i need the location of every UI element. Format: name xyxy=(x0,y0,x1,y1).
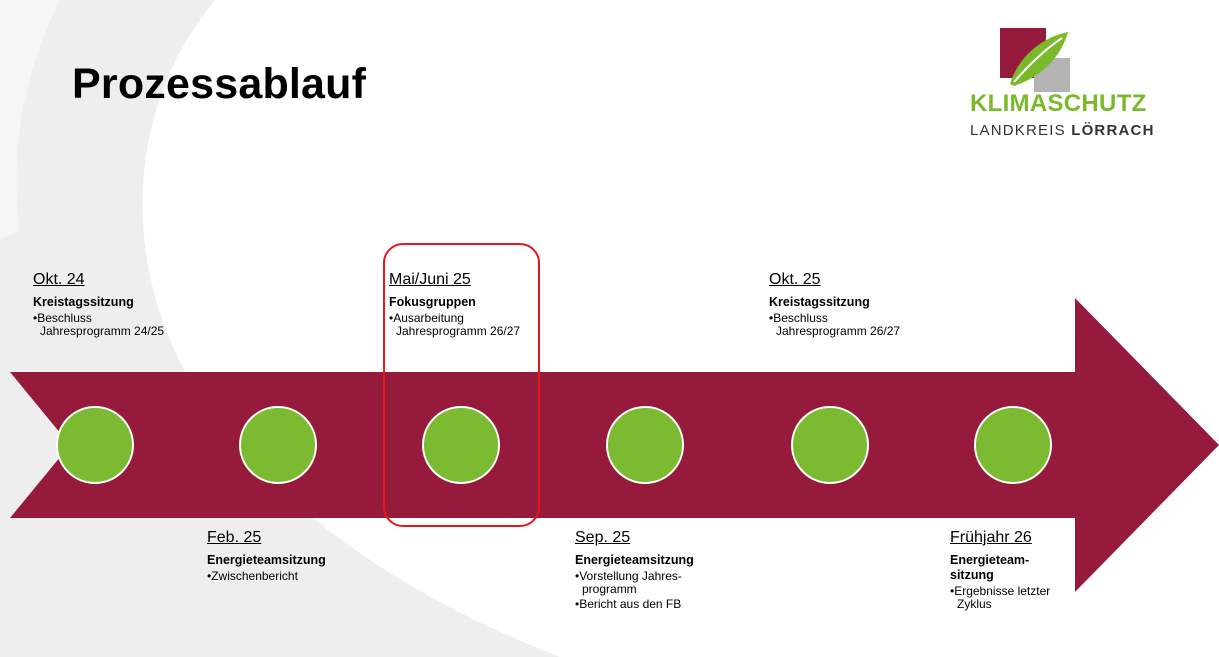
milestone-date: Mai/Juni 25 xyxy=(389,271,471,288)
milestone-bullet: Bericht aus den FB xyxy=(575,598,725,611)
milestone-bullet: Ergebnisse letzter Zyklus xyxy=(950,585,1087,611)
milestone-circle-4 xyxy=(606,406,684,484)
milestone-bullet: Ausarbeitung Jahresprogramm 26/27 xyxy=(389,312,529,338)
milestone-date: Sep. 25 xyxy=(575,529,631,546)
milestone-sep-25: Sep. 25 Energieteamsitzung Vorstellung J… xyxy=(575,529,725,611)
klimaschutz-logo: KLIMASCHUTZ LANDKREIS LÖRRACH xyxy=(960,28,1180,158)
milestone-date: Frühjahr 26 xyxy=(950,529,1032,546)
milestone-mai-juni-25: Mai/Juni 25 Fokusgruppen Ausarbeitung Ja… xyxy=(389,271,529,338)
milestone-event: Energieteamsitzung xyxy=(575,553,694,567)
milestone-circle-6 xyxy=(974,406,1052,484)
milestone-date: Feb. 25 xyxy=(207,529,262,546)
logo-wordmark-klimaschutz: KLIMASCHUTZ xyxy=(970,90,1147,117)
leaf-icon xyxy=(1000,28,1070,92)
milestone-event: Kreistagssitzung xyxy=(33,295,134,309)
milestone-date: Okt. 25 xyxy=(769,271,821,288)
logo-loerrach-text: LÖRRACH xyxy=(1071,122,1155,139)
milestone-date: Okt. 24 xyxy=(33,271,85,288)
milestone-bullet: Vorstellung Jahres-programm xyxy=(575,570,717,596)
milestone-event: Fokusgruppen xyxy=(389,295,476,309)
milestone-bullet: Beschluss Jahresprogramm 24/25 xyxy=(33,312,183,338)
milestone-event: Energieteam-sitzung xyxy=(950,553,1030,582)
milestone-bullet: Beschluss Jahresprogramm 26/27 xyxy=(769,312,919,338)
milestone-okt-24: Okt. 24 Kreistagssitzung Beschluss Jahre… xyxy=(33,271,183,338)
current-phase-highlight xyxy=(383,243,540,527)
milestone-circle-2 xyxy=(239,406,317,484)
milestone-event: Kreistagssitzung xyxy=(769,295,870,309)
milestone-feb-25: Feb. 25 Energieteamsitzung Zwischenberic… xyxy=(207,529,357,583)
milestone-circle-1 xyxy=(56,406,134,484)
logo-landkreis-text: LANDKREIS xyxy=(970,122,1072,139)
slide-title: Prozessablauf xyxy=(72,60,367,108)
milestone-bullet: Zwischenbericht xyxy=(207,570,357,583)
milestone-circle-3 xyxy=(422,406,500,484)
milestone-event: Energieteamsitzung xyxy=(207,553,326,567)
milestone-circle-5 xyxy=(791,406,869,484)
logo-wordmark-landkreis: LANDKREIS LÖRRACH xyxy=(970,122,1155,139)
milestone-okt-25: Okt. 25 Kreistagssitzung Beschluss Jahre… xyxy=(769,271,919,338)
milestone-fruehjahr-26: Frühjahr 26 Energieteam-sitzung Ergebnis… xyxy=(950,529,1090,611)
